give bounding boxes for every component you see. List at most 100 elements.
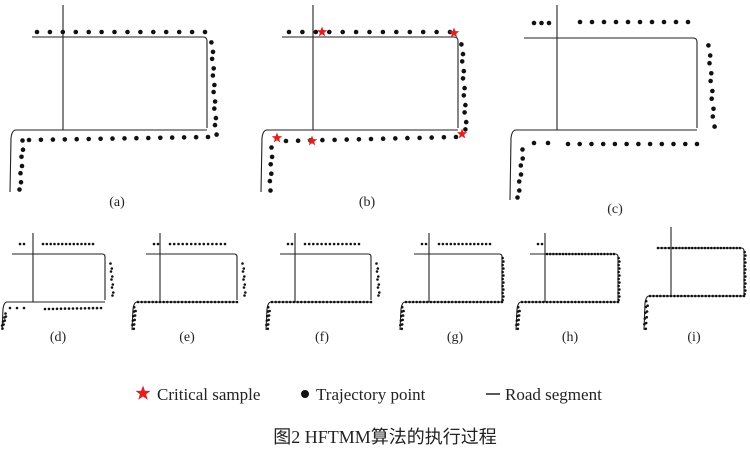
trajectory-point bbox=[461, 68, 467, 74]
trajectory-point bbox=[685, 19, 691, 25]
trajectory-point bbox=[340, 29, 346, 35]
trajectory-point bbox=[232, 300, 235, 304]
critical-sample-star bbox=[448, 27, 460, 38]
trajectory-point bbox=[76, 242, 79, 246]
trajectory-point bbox=[219, 242, 223, 246]
trajectory-point bbox=[376, 278, 379, 281]
trajectory-point bbox=[212, 122, 218, 128]
trajectory-point bbox=[555, 252, 558, 256]
trajectory-point bbox=[739, 294, 742, 298]
trajectory-point bbox=[486, 300, 490, 304]
trajectory-point bbox=[84, 242, 87, 246]
trajectory-point bbox=[574, 300, 577, 304]
trajectory-point bbox=[73, 29, 79, 35]
trajectory-point bbox=[180, 300, 184, 304]
trajectory-point bbox=[558, 252, 562, 256]
trajectory-point bbox=[501, 270, 504, 274]
trajectory-point bbox=[590, 252, 593, 256]
trajectory-point bbox=[716, 246, 719, 250]
trajectory-point bbox=[589, 141, 594, 147]
trajectory-point bbox=[469, 242, 472, 246]
legend-trajectory-label: Trajectory point bbox=[316, 385, 426, 404]
trajectory-point bbox=[545, 252, 549, 256]
trajectory-point bbox=[184, 300, 187, 304]
trajectory-point bbox=[441, 135, 447, 140]
trajectory-point bbox=[644, 321, 648, 325]
trajectory-point bbox=[571, 252, 574, 256]
trajectory-point bbox=[516, 179, 522, 184]
trajectory-point bbox=[377, 283, 381, 286]
trajectory-point bbox=[712, 124, 717, 129]
trajectory-point bbox=[4, 312, 7, 315]
trajectory-point bbox=[502, 260, 505, 263]
trajectory-point bbox=[210, 49, 216, 55]
trajectory-point bbox=[166, 300, 169, 304]
trajectory-point bbox=[644, 305, 648, 309]
trajectory-point bbox=[676, 294, 680, 298]
trajectory-point bbox=[131, 323, 134, 327]
trajectory-point bbox=[617, 277, 620, 281]
trajectory-point bbox=[64, 242, 68, 246]
trajectory-point bbox=[307, 300, 311, 304]
trajectory-point bbox=[563, 300, 566, 304]
trajectory-point bbox=[380, 136, 386, 141]
trajectory-point bbox=[266, 327, 270, 331]
trajectory-point bbox=[725, 294, 728, 298]
trajectory-point bbox=[322, 300, 325, 304]
trajectory-point bbox=[617, 291, 620, 295]
trajectory-point bbox=[450, 300, 454, 304]
trajectory-point bbox=[433, 300, 436, 304]
trajectory-point bbox=[407, 29, 413, 35]
trajectory-point bbox=[185, 242, 189, 246]
trajectory-point bbox=[376, 267, 380, 270]
trajectory-point bbox=[340, 300, 344, 304]
trajectory-point bbox=[303, 300, 307, 304]
trajectory-point bbox=[565, 141, 571, 147]
trajectory-point bbox=[393, 136, 398, 141]
trajectory-point bbox=[709, 71, 714, 76]
trajectory-point bbox=[283, 138, 289, 144]
trajectory-point bbox=[721, 294, 725, 298]
trajectory-point bbox=[211, 242, 214, 246]
trajectory-point bbox=[643, 317, 647, 320]
trajectory-point bbox=[591, 300, 595, 304]
trajectory-point bbox=[540, 242, 544, 246]
panel-e bbox=[131, 233, 247, 331]
trajectory-point bbox=[109, 270, 113, 273]
trajectory-point bbox=[664, 246, 667, 250]
trajectory-point bbox=[502, 267, 505, 270]
trajectory-point bbox=[577, 141, 582, 147]
trajectory-point bbox=[15, 306, 19, 310]
trajectory-point bbox=[449, 242, 453, 246]
trajectory-point bbox=[644, 299, 648, 303]
trajectory-point bbox=[625, 19, 631, 25]
trajectory-point bbox=[63, 307, 67, 310]
trajectory-point bbox=[169, 135, 175, 140]
trajectory-point bbox=[198, 242, 201, 246]
trajectory-point bbox=[111, 283, 115, 286]
trajectory-point bbox=[60, 29, 66, 35]
trajectory-point bbox=[344, 137, 350, 142]
trajectory-point bbox=[420, 29, 426, 35]
trajectory-point bbox=[151, 300, 154, 304]
trajectory-point bbox=[589, 19, 595, 25]
trajectory-point bbox=[285, 300, 289, 304]
trajectory-point bbox=[461, 93, 467, 98]
trajectory-point bbox=[300, 29, 305, 35]
trajectory-point bbox=[652, 294, 655, 298]
trajectory-point bbox=[538, 300, 542, 304]
trajectory-point bbox=[501, 298, 504, 302]
trajectory-point bbox=[98, 136, 103, 142]
trajectory-point bbox=[480, 242, 484, 246]
trajectory-point bbox=[709, 96, 714, 101]
trajectory-point bbox=[616, 300, 620, 304]
trajectory-point bbox=[618, 288, 621, 291]
trajectory-point bbox=[314, 300, 318, 304]
trajectory-point bbox=[417, 135, 422, 141]
trajectory-point bbox=[694, 246, 697, 250]
trajectory-point bbox=[300, 300, 303, 304]
trajectory-point bbox=[71, 307, 75, 310]
trajectory-point bbox=[173, 300, 176, 304]
trajectory-point bbox=[568, 252, 571, 256]
trajectory-point bbox=[475, 300, 479, 304]
